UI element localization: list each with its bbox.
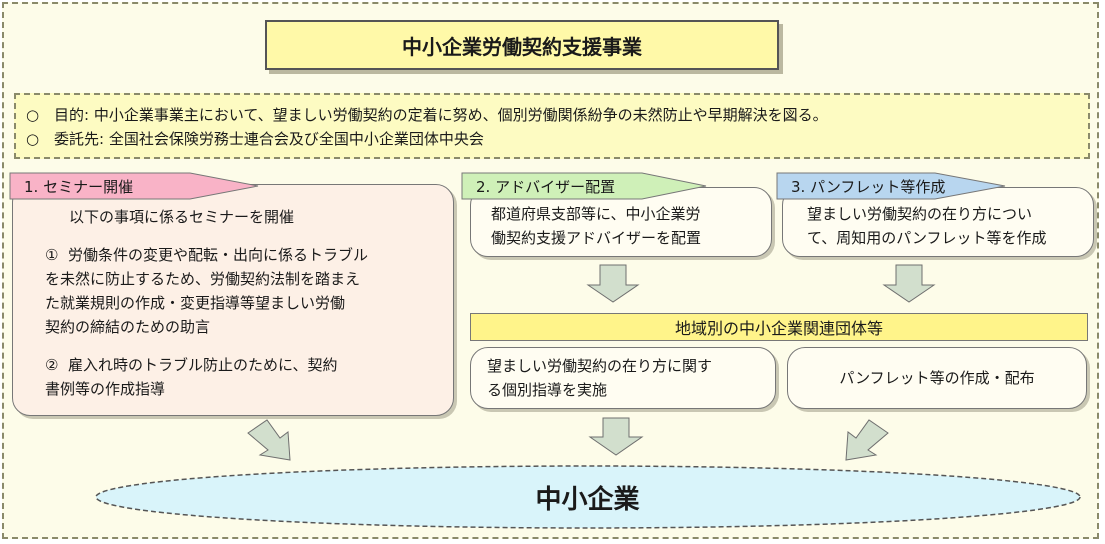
pamphlet-line: 望ましい労働契約の在り方につい [807,205,1033,223]
item-line: 労働条件の変更や配転・出向に係るトラブル [68,246,369,264]
purpose-text: 目的: 中小企業事業主において、望ましい労働契約の定着に努め、個別労働関係紛争の… [54,106,828,124]
section-label-pamphlet: 3. パンフレット等作成 [791,177,946,196]
diagram-title: 中小企業労働契約支援事業 [265,20,779,70]
item-line: 契約の締結のための助言 [45,318,211,336]
item-number: ② [45,356,59,374]
down-arrow [586,264,640,303]
section-label-seminar: 1. セミナー開催 [24,177,134,196]
down-arrow [588,417,644,456]
distribution-box: パンフレット等の作成・配布 [787,347,1087,409]
item-line: 書例等の作成指導 [45,380,166,398]
seminar-item-2: ② 雇入れ時のトラブル防止のために、契約 書例等の作成指導 [45,353,441,401]
section-tab-pamphlet [776,172,1006,200]
down-arrow [882,264,936,303]
bullet-circle: ○ [26,106,40,124]
item-line: 雇入れ時のトラブル防止のために、契約 [68,356,338,374]
pamphlet-box: 望ましい労働契約の在り方につい て、周知用のパンフレット等を作成 [782,187,1094,257]
seminar-lead: 以下の事項に係るセミナーを開催 [69,208,295,226]
section-tab-advisor [461,172,707,200]
pamphlet-line: て、周知用のパンフレット等を作成 [807,229,1047,247]
section-tab-seminar [9,172,259,200]
entrustee-text: 委託先: 全国社会保険労務士連合会及び全国中小企業団体中央会 [54,130,484,148]
bullet-circle: ○ [26,130,40,148]
item-line: を未然に防止するため、労働契約法制を踏まえ [45,270,361,288]
guidance-line: る個別指導を実施 [487,381,608,399]
seminar-item-1: ① 労働条件の変更や配転・出向に係るトラブル を未然に防止するため、労働契約法制… [45,243,441,339]
advisor-line: 都道府県支部等に、中小企業労 [491,205,701,223]
purpose-box: ○ 目的: 中小企業事業主において、望ましい労働契約の定着に努め、個別労働関係紛争… [14,93,1090,159]
down-left-arrow [845,419,889,461]
target-ellipse [95,465,1081,529]
regional-organizations-bar: 地域別の中小企業関連団体等 [470,313,1088,341]
purpose-row: ○ 目的: 中小企業事業主において、望ましい労働契約の定着に努め、個別労働関係紛争… [26,103,1078,127]
target-label: 中小企業 [535,484,640,515]
section-label-advisor: 2. アドバイザー配置 [476,177,616,196]
seminar-box: 以下の事項に係るセミナーを開催 ① 労働条件の変更や配転・出向に係るトラブル を… [12,184,454,416]
guidance-box: 望ましい労働契約の在り方に関す る個別指導を実施 [470,347,776,409]
item-number: ① [45,246,59,264]
item-line: た就業規則の作成・変更指導等望ましい労働 [45,294,346,312]
down-right-arrow [247,419,291,461]
advisor-line: 働契約支援アドバイザーを配置 [491,229,702,247]
entrustee-row: ○ 委託先: 全国社会保険労務士連合会及び全国中小企業団体中央会 [26,127,1078,151]
guidance-line: 望ましい労働契約の在り方に関す [487,357,713,375]
